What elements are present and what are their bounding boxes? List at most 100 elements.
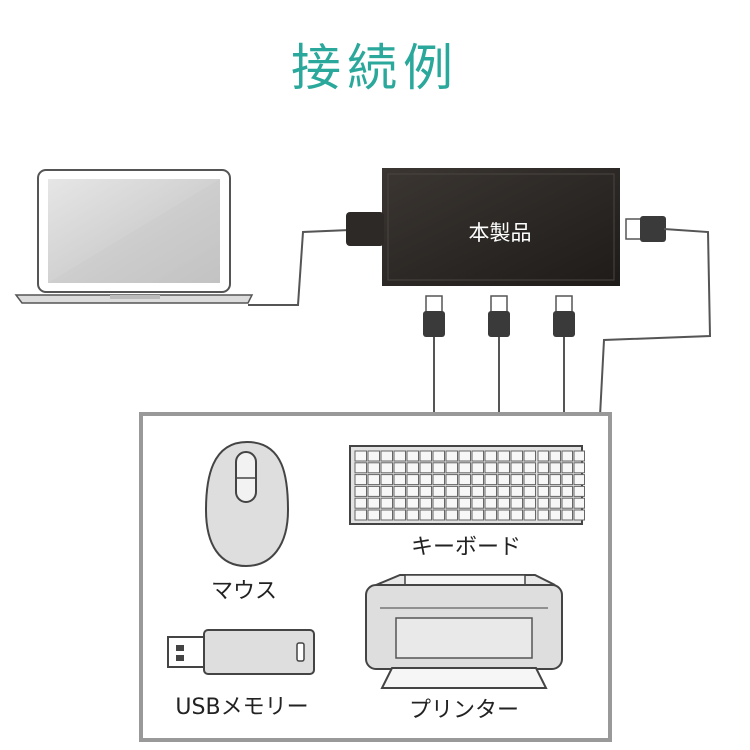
keyboard-key — [406, 497, 419, 509]
keyboard-key — [471, 509, 484, 521]
keyboard-key — [484, 450, 497, 462]
keyboard-key — [510, 485, 523, 497]
keypad-key — [573, 474, 585, 486]
keyboard-key — [380, 462, 393, 474]
keyboard-key — [523, 485, 536, 497]
laptop-cable — [248, 229, 351, 306]
keyboard-key — [458, 474, 471, 486]
keyboard-key — [419, 450, 432, 462]
keyboard-key — [445, 497, 458, 509]
usb-plug-right — [553, 295, 575, 414]
keyboard-key — [471, 462, 484, 474]
keyboard-label: キーボード — [411, 535, 521, 560]
printer-icon — [365, 574, 563, 689]
keyboard-key — [497, 485, 510, 497]
keyboard-key — [419, 474, 432, 486]
keypad-key — [537, 497, 549, 509]
printer-label: プリンター — [409, 698, 519, 723]
keypad-key — [561, 485, 573, 497]
keyboard-key — [497, 509, 510, 521]
keyboard-key — [419, 497, 432, 509]
mouse-label: マウス — [211, 579, 277, 604]
keyboard-key — [367, 497, 380, 509]
keypad-key — [561, 509, 573, 521]
keypad-key — [549, 497, 561, 509]
keyboard-key — [354, 462, 367, 474]
keypad-key — [537, 462, 549, 474]
keyboard-key — [380, 474, 393, 486]
keyboard-key — [393, 450, 406, 462]
keyboard-key — [445, 509, 458, 521]
keypad-key — [561, 450, 573, 462]
keyboard-key — [419, 462, 432, 474]
keyboard-key — [406, 450, 419, 462]
keyboard-key — [458, 450, 471, 462]
keyboard-key — [484, 497, 497, 509]
laptop-icon — [14, 169, 254, 304]
usb-plug-middle — [488, 295, 510, 414]
keyboard-key — [510, 450, 523, 462]
keyboard-key — [471, 497, 484, 509]
keyboard-key — [510, 474, 523, 486]
keyboard-key — [393, 462, 406, 474]
keyboard-key — [510, 497, 523, 509]
keyboard-key — [432, 497, 445, 509]
keyboard-key — [445, 462, 458, 474]
keypad-key — [537, 509, 549, 521]
keyboard-key — [393, 509, 406, 521]
keypad-key — [561, 462, 573, 474]
keyboard-key — [523, 450, 536, 462]
keyboard-key — [393, 485, 406, 497]
keyboard-key — [406, 462, 419, 474]
keypad-key — [573, 509, 585, 521]
keyboard-key — [523, 474, 536, 486]
keyboard-key — [458, 497, 471, 509]
keypad-key — [537, 485, 549, 497]
keyboard-key — [497, 497, 510, 509]
keyboard-key — [471, 485, 484, 497]
keyboard-key — [471, 474, 484, 486]
usb-plug-left — [423, 295, 445, 414]
keypad-key — [573, 497, 585, 509]
keyboard-key — [406, 474, 419, 486]
keyboard-key — [432, 474, 445, 486]
page-title: 接続例 — [291, 39, 459, 97]
keypad-key — [549, 450, 561, 462]
keyboard-key — [523, 462, 536, 474]
keyboard-key — [406, 485, 419, 497]
keyboard-key — [445, 474, 458, 486]
keyboard-key — [458, 509, 471, 521]
keyboard-key — [367, 485, 380, 497]
keyboard-key — [354, 485, 367, 497]
keyboard-key — [406, 509, 419, 521]
keyboard-key — [432, 509, 445, 521]
keyboard-key — [419, 509, 432, 521]
keyboard-key — [510, 509, 523, 521]
keypad-key — [549, 462, 561, 474]
keyboard-key — [445, 450, 458, 462]
keyboard-key — [380, 450, 393, 462]
keyboard-key — [484, 509, 497, 521]
keyboard-key — [354, 509, 367, 521]
keypad-key — [549, 485, 561, 497]
hub-device: 本製品 — [346, 168, 620, 286]
keypad-key — [561, 497, 573, 509]
keypad-key — [537, 450, 549, 462]
keyboard-key — [432, 462, 445, 474]
keyboard-key — [367, 509, 380, 521]
keyboard-key — [497, 474, 510, 486]
keyboard-key — [432, 485, 445, 497]
usb-memory-label: USBメモリー — [175, 695, 308, 720]
keyboard-key — [354, 450, 367, 462]
hub-right-port-cable — [599, 216, 712, 417]
keyboard-key — [523, 509, 536, 521]
keyboard-key — [393, 497, 406, 509]
keyboard-key — [380, 509, 393, 521]
keyboard-key — [523, 497, 536, 509]
keypad-key — [573, 485, 585, 497]
keyboard-key — [484, 474, 497, 486]
keyboard-key — [380, 485, 393, 497]
keyboard-key — [367, 474, 380, 486]
keyboard-key — [458, 485, 471, 497]
